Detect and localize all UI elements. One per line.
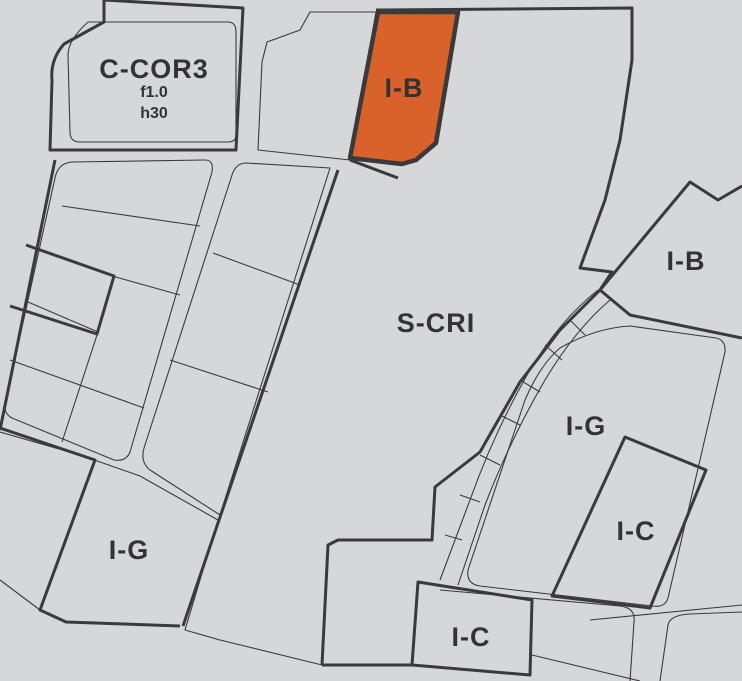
- parcel-outline: [67, 21, 237, 143]
- lot-line: [519, 379, 541, 393]
- lot-line: [27, 301, 99, 333]
- zone-label-c-cor3: C-COR3: [99, 54, 209, 84]
- zone-boundary-c-cor3: [48, 0, 245, 152]
- road-edge: [0, 431, 323, 666]
- lot-line: [212, 252, 301, 286]
- zone-label-i-b-east: I-B: [667, 246, 706, 276]
- lot-line: [111, 275, 181, 296]
- zone-boundary: [0, 159, 57, 431]
- road-edge: [439, 589, 635, 681]
- lot-line: [499, 414, 521, 426]
- zone-boundary-i-b-east: [598, 180, 742, 291]
- lot-line: [459, 494, 481, 503]
- lot-line: [444, 534, 463, 541]
- lot-line: [61, 334, 98, 443]
- road-edge: [531, 654, 641, 681]
- parcel-outline: [142, 162, 331, 516]
- zone-boundary-s-cri-west: [181, 169, 340, 627]
- zone-label-i-c-south: I-C: [452, 622, 491, 652]
- zone-label-i-b-highlighted: I-B: [385, 73, 424, 103]
- zone-boundary: [9, 243, 116, 336]
- zone-boundary-i-c-south: [410, 580, 534, 677]
- zone-boundary-i-g-west: [0, 426, 181, 628]
- zone-height-label: h30: [140, 105, 168, 122]
- road-edge: [457, 299, 611, 586]
- lot-line: [61, 205, 201, 227]
- zone-labels: C-COR3 f1.0 h30 I-B I-B S-CRI I-G I-C I-…: [99, 54, 706, 652]
- road-edge: [659, 611, 742, 681]
- lot-line: [169, 359, 269, 393]
- road-edge: [589, 604, 742, 621]
- parcel-outline: [467, 325, 726, 607]
- zone-label-i-g-east: I-G: [566, 411, 607, 441]
- zone-label-i-g-west: I-G: [109, 535, 150, 565]
- lot-line: [9, 359, 145, 409]
- zone-boundary: [349, 158, 399, 180]
- zone-label-i-c-east: I-C: [617, 516, 656, 546]
- lot-line: [479, 454, 501, 466]
- road-edge: [0, 579, 41, 611]
- zone-label-s-cri: S-CRI: [397, 308, 476, 338]
- lot-line: [569, 319, 586, 336]
- zone-boundary-i-b-east: [599, 288, 742, 340]
- zone-boundary-i-c-east: [550, 435, 708, 610]
- parcel-outline: [4, 159, 213, 461]
- highlighted-parcel-i-b[interactable]: [347, 9, 461, 167]
- zone-boundary-s-cri: [320, 6, 634, 666]
- zone-far-label: f1.0: [140, 84, 168, 101]
